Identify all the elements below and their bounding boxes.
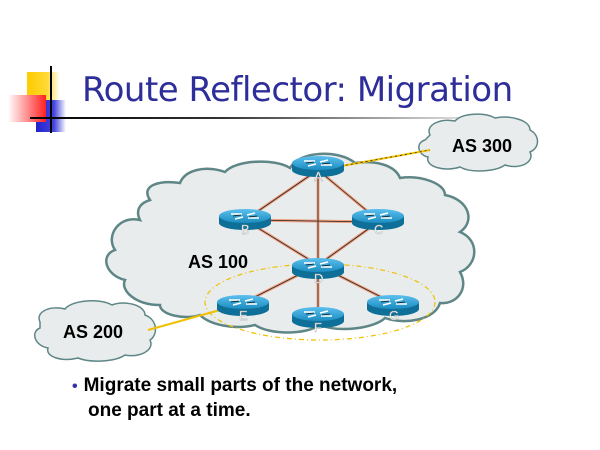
router-label: G bbox=[389, 308, 399, 323]
router-arrows-icon bbox=[379, 298, 407, 306]
rr-cluster-ellipse bbox=[204, 263, 436, 341]
slide-title: Route Reflector: Migration bbox=[82, 70, 513, 110]
router-top bbox=[292, 307, 344, 321]
router-top bbox=[367, 295, 419, 309]
router-f: F bbox=[292, 307, 344, 335]
cloud-as100 bbox=[105, 152, 476, 334]
router-a: A bbox=[292, 156, 344, 184]
router-label: E bbox=[239, 308, 248, 323]
router-arrows-dark bbox=[232, 214, 258, 218]
router-top bbox=[292, 156, 344, 170]
title-underline bbox=[30, 117, 510, 119]
bullet-text-line1: Migrate small parts of the network, bbox=[83, 375, 398, 396]
router-top bbox=[352, 209, 404, 223]
router-c: C bbox=[352, 209, 404, 237]
bullet-glyph: • bbox=[72, 378, 78, 395]
cloud-as100-label: AS 100 bbox=[188, 252, 248, 272]
router-label: C bbox=[374, 222, 383, 237]
router-d: D bbox=[292, 258, 344, 286]
router-arrows-dark bbox=[305, 263, 331, 267]
router-arrows-dark bbox=[230, 300, 256, 304]
router-label: B bbox=[241, 222, 250, 237]
router-arrows-dark bbox=[305, 312, 331, 316]
router-label: A bbox=[314, 169, 323, 184]
router-arrows-icon bbox=[229, 298, 257, 306]
router-arrows-icon bbox=[304, 310, 332, 318]
router-top bbox=[217, 295, 269, 309]
router-arrows-icon bbox=[364, 212, 392, 220]
bullet-text-line2: one part at a time. bbox=[88, 400, 251, 421]
cloud-as300-label: AS 300 bbox=[452, 136, 512, 156]
router-b: B bbox=[219, 209, 271, 237]
router-top bbox=[292, 258, 344, 272]
router-top bbox=[219, 209, 271, 223]
link-ebgp-e-as200 bbox=[147, 309, 221, 331]
router-arrows-icon bbox=[304, 261, 332, 269]
router-label: F bbox=[314, 320, 322, 335]
router-label: D bbox=[314, 271, 323, 286]
router-arrows-icon bbox=[304, 159, 332, 167]
cloud-as200-label: AS 200 bbox=[63, 322, 123, 342]
bullet-item: • Migrate small parts of the network, one… bbox=[72, 374, 397, 423]
cloud-as300 bbox=[418, 113, 539, 172]
router-arrows-icon bbox=[231, 212, 259, 220]
cloud-as200 bbox=[33, 300, 157, 362]
router-e: E bbox=[217, 295, 269, 323]
link-ebgp-a-as300-shadow bbox=[335, 149, 431, 168]
router-g: G bbox=[367, 295, 419, 323]
router-arrows-dark bbox=[365, 214, 391, 218]
router-arrows-dark bbox=[305, 161, 331, 165]
router-arrows-dark bbox=[380, 300, 406, 304]
